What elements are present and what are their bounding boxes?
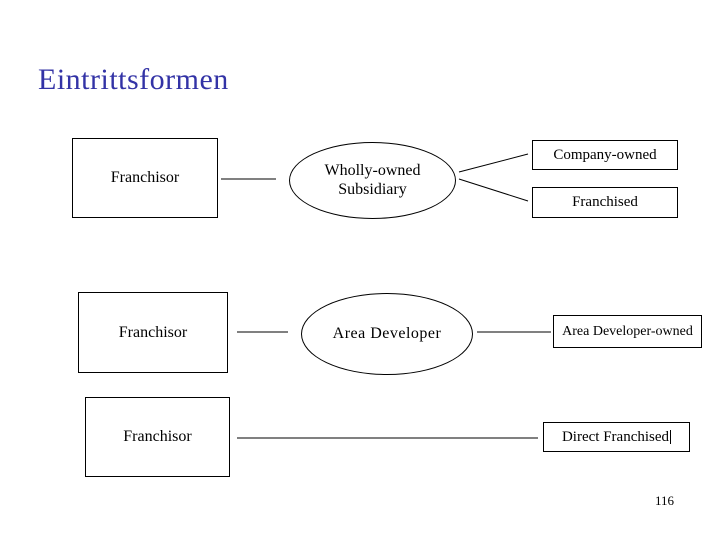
node-direct-franchised[interactable]: Direct Franchised xyxy=(543,422,690,452)
node-label: Area Developer-owned xyxy=(562,323,693,339)
node-area-developer-owned[interactable]: Area Developer-owned xyxy=(553,315,702,348)
connector-row1-node-to-company-owned xyxy=(458,153,529,173)
node-label: Wholly-owned Subsidiary xyxy=(325,162,421,200)
node-wholly-owned-subsidiary[interactable]: Wholly-owned Subsidiary xyxy=(289,142,456,219)
page-number: 116 xyxy=(655,493,675,508)
node-label: Area Developer xyxy=(332,324,442,342)
node-label: Franchisor xyxy=(118,323,188,341)
node-label: Franchisor xyxy=(110,169,180,186)
node-area-developer[interactable]: Area Developer xyxy=(301,293,473,375)
node-company-owned[interactable]: Company-owned xyxy=(532,140,678,170)
text-cursor xyxy=(670,430,672,444)
node-label-line1: Wholly-owned xyxy=(324,161,421,179)
node-franchisor-row1[interactable]: Franchisor xyxy=(72,138,218,218)
node-label: Franchisor xyxy=(123,428,192,445)
node-franchisor-row2[interactable]: Franchisor xyxy=(78,292,228,373)
node-label: Company-owned xyxy=(553,146,657,163)
node-label: Franchised xyxy=(572,194,638,210)
node-franchised[interactable]: Franchised xyxy=(532,187,678,218)
slide-title[interactable]: Eintrittsformen xyxy=(38,63,229,96)
node-label-line2: Subsidiary xyxy=(338,180,407,198)
connector-row1-node-to-franchised xyxy=(458,178,529,202)
node-label: Direct Franchised xyxy=(561,428,670,445)
node-franchisor-row3[interactable]: Franchisor xyxy=(85,397,230,477)
